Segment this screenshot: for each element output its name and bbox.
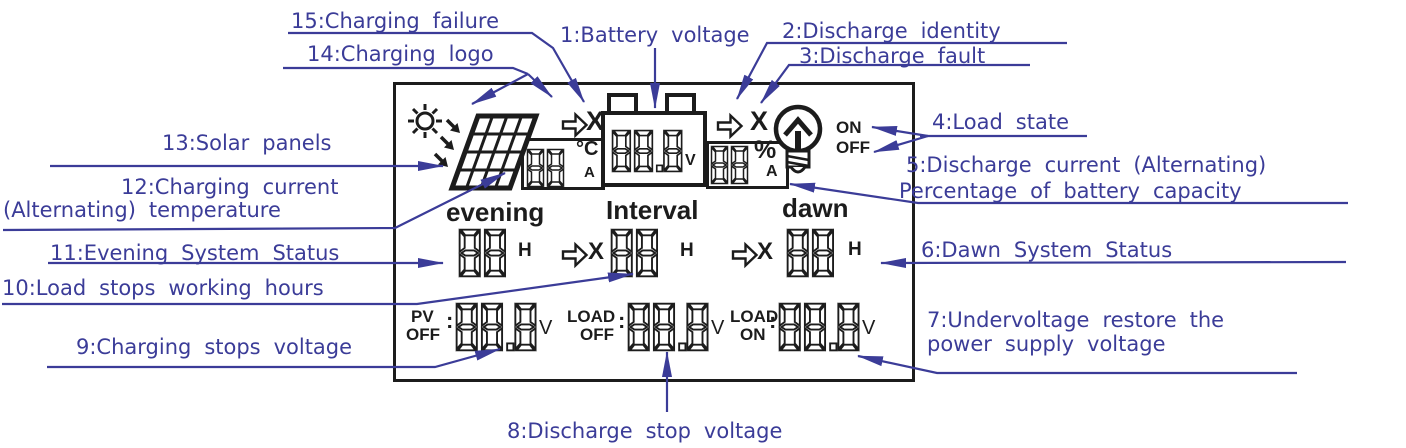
callout-power-supply-voltage: power supply voltage bbox=[927, 332, 1166, 356]
dawn-arrow-icon bbox=[731, 241, 759, 269]
callout-discharge-current: 5:Discharge current (Alternating) bbox=[906, 153, 1267, 177]
battery-voltage-digits bbox=[611, 129, 683, 173]
discharge-arrow-icon bbox=[716, 112, 744, 140]
load-off-volt-unit: V bbox=[711, 317, 725, 339]
callout-charging-failure: 15:Charging failure bbox=[291, 9, 500, 33]
callout-discharge-identity: 2:Discharge identity bbox=[782, 19, 1001, 43]
leader-7 bbox=[857, 354, 1297, 375]
callout-solar-panels: 13:Solar panels bbox=[162, 131, 332, 155]
leader-6 bbox=[880, 257, 1347, 268]
callout-charging-logo: 14:Charging logo bbox=[307, 42, 494, 66]
amp-unit-discharge: A bbox=[766, 163, 778, 180]
dawn-hours-digits bbox=[786, 228, 835, 278]
leader-14-underline bbox=[283, 66, 529, 76]
pv-off-voltage-digits bbox=[455, 302, 537, 352]
dawn-title: dawn bbox=[782, 193, 849, 223]
load-off-colon: : bbox=[618, 308, 626, 333]
load-on-indicator: ON bbox=[836, 118, 862, 137]
interval-title: Interval bbox=[606, 195, 699, 225]
evening-hours-digits bbox=[458, 228, 507, 278]
interval-hour-unit: H bbox=[680, 240, 694, 261]
callout-discharge-fault: 3:Discharge fault bbox=[799, 44, 986, 68]
callout-dawn-status: 6:Dawn System Status bbox=[921, 238, 1173, 262]
amp-unit-charging: A bbox=[584, 164, 595, 181]
battery-volt-unit: V bbox=[685, 152, 696, 169]
percent-unit: % bbox=[754, 136, 777, 164]
capacity-digits bbox=[710, 145, 749, 185]
charging-arrow-icon bbox=[561, 111, 589, 139]
callout-alternating-temperature: (Alternating) temperature bbox=[3, 198, 281, 222]
callout-load-state: 4:Load state bbox=[932, 110, 1069, 134]
callout-load-stops-hours: 10:Load stops working hours bbox=[2, 276, 324, 300]
callout-discharge-stop-voltage: 8:Discharge stop voltage bbox=[507, 419, 783, 443]
load-label-2: LOAD bbox=[730, 307, 779, 326]
load-on-label: ON bbox=[740, 325, 766, 344]
interval-x-mark: X bbox=[588, 238, 605, 265]
load-bulb-icon bbox=[773, 104, 823, 174]
load-off-voltage-digits bbox=[627, 302, 709, 352]
pv-off-label: OFF bbox=[406, 325, 440, 344]
pv-label: PV bbox=[411, 307, 434, 326]
load-off-label: OFF bbox=[580, 325, 614, 344]
load-on-volt-unit: V bbox=[862, 317, 876, 339]
load-on-voltage-digits bbox=[778, 302, 860, 352]
interval-hours-digits bbox=[610, 228, 659, 278]
sun-icon bbox=[408, 104, 442, 138]
callout-battery-voltage: 1:Battery voltage bbox=[560, 23, 750, 47]
load-off-indicator: OFF bbox=[836, 138, 870, 157]
callout-charging-current: 12:Charging current bbox=[121, 175, 339, 199]
callout-evening-status: 11:Evening System Status bbox=[50, 241, 340, 265]
load-label-1: LOAD bbox=[567, 307, 616, 326]
pv-off-colon: : bbox=[446, 308, 454, 333]
dawn-x-mark: X bbox=[757, 238, 774, 265]
charging-failure-x: X bbox=[586, 106, 605, 136]
callout-charging-stops-voltage: 9:Charging stops voltage bbox=[76, 335, 353, 359]
dawn-hour-unit: H bbox=[848, 239, 862, 260]
temperature-digits bbox=[526, 148, 565, 188]
discharge-fault-x: X bbox=[750, 106, 769, 136]
pv-off-volt-unit: V bbox=[539, 317, 553, 339]
load-on-colon: : bbox=[769, 308, 777, 333]
evening-hour-unit: H bbox=[518, 240, 532, 261]
callout-battery-capacity: Percentage of battery capacity bbox=[899, 179, 1242, 203]
celsius-unit: °C bbox=[576, 138, 599, 160]
interval-arrow-icon bbox=[561, 241, 589, 269]
callout-undervoltage-restore: 7:Undervoltage restore the bbox=[927, 308, 1225, 332]
evening-title: evening bbox=[446, 197, 545, 227]
